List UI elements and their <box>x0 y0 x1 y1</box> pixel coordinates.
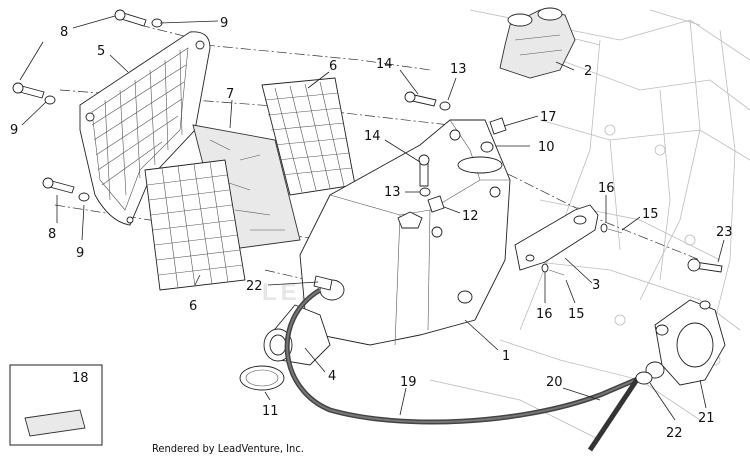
callout-16-upper: 16 <box>598 181 615 196</box>
rubber-boot-part-2 <box>499 7 576 79</box>
filter-grid-lower-part-6 <box>144 159 246 291</box>
callout-8-lower: 8 <box>48 227 56 242</box>
callout-9-left: 9 <box>10 123 18 138</box>
callout-22-upper: 22 <box>246 279 263 294</box>
callout-8-top: 8 <box>60 25 68 40</box>
callout-19: 19 <box>400 375 417 390</box>
callout-9-lower: 9 <box>76 246 84 261</box>
callout-2: 2 <box>584 64 592 79</box>
callout-7: 7 <box>226 87 234 102</box>
callout-23: 23 <box>716 225 733 240</box>
filter-grid-upper-part-6 <box>261 77 356 196</box>
callout-21: 21 <box>698 411 715 426</box>
callout-10: 10 <box>538 140 555 155</box>
callout-14-lower: 14 <box>364 129 381 144</box>
callout-13-lower: 13 <box>384 185 401 200</box>
callout-6-upper: 6 <box>329 59 337 74</box>
filter-cover-part-5 <box>79 31 211 226</box>
callout-9-top: 9 <box>220 16 228 31</box>
callout-18: 18 <box>72 371 89 386</box>
callout-5: 5 <box>97 44 105 59</box>
hose-clamp-part-11 <box>239 365 285 391</box>
valve-housing-part-21 <box>645 299 726 386</box>
callout-11: 11 <box>262 404 279 419</box>
callout-16-lower: 16 <box>536 307 553 322</box>
callout-12: 12 <box>462 209 479 224</box>
callout-22-lower: 22 <box>666 426 683 441</box>
callout-15-upper: 15 <box>642 207 659 222</box>
callout-4: 4 <box>328 369 336 384</box>
hardware <box>12 9 723 385</box>
credit-text: Rendered by LeadVenture, Inc. <box>152 442 304 455</box>
callout-17: 17 <box>540 110 557 125</box>
drain-tube-part-20 <box>587 373 643 452</box>
callout-20: 20 <box>546 375 563 390</box>
callout-13-upper: 13 <box>450 62 467 77</box>
bracket-part-3 <box>514 204 599 271</box>
callout-labels: 8 9 5 9 7 6 14 13 2 17 10 14 13 12 16 15… <box>10 16 733 441</box>
callout-3: 3 <box>592 278 600 293</box>
drain-hose-part-19 <box>284 287 641 425</box>
motorcycle-frame <box>429 9 750 441</box>
leader-lines <box>19 15 725 421</box>
callout-6-lower: 6 <box>189 299 197 314</box>
gasket-strip-part-18 <box>9 364 103 446</box>
callout-14-upper: 14 <box>376 57 393 72</box>
callout-1: 1 <box>502 349 510 364</box>
callout-15-lower: 15 <box>568 307 585 322</box>
